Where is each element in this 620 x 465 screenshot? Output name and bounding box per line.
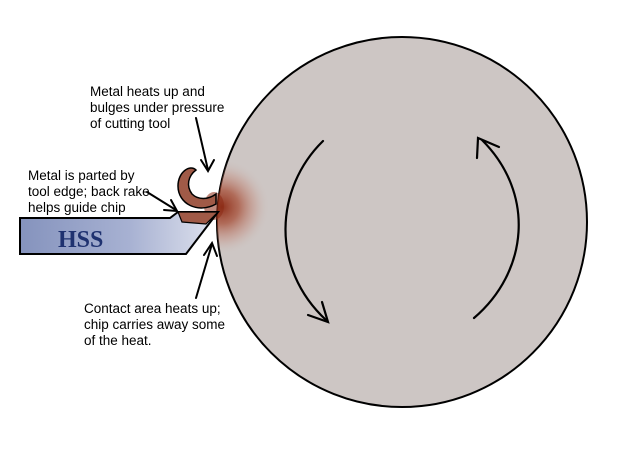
- tool-rake-face: [177, 211, 220, 225]
- annotation-heat-bulge: Metal heats up and bulges under pressure…: [90, 84, 224, 132]
- annotation-line: of cutting tool: [90, 116, 171, 131]
- annotation-line: tool edge; back rake: [28, 184, 150, 199]
- tool-label: HSS: [58, 227, 103, 253]
- clockwise-arrow-icon: [284, 139, 330, 324]
- annotation-line: chip carries away some: [84, 317, 226, 332]
- annotation-contact: Contact area heats up; chip carries away…: [84, 301, 225, 349]
- annotation-parting: Metal is parted by tool edge; back rake …: [28, 168, 150, 216]
- annotation-line: Metal heats up and: [90, 84, 205, 99]
- pointer-arrow-parting: [146, 191, 179, 213]
- pointer-arrow-contact: [195, 240, 218, 299]
- annotation-line: Contact area heats up;: [84, 301, 221, 316]
- annotation-line: of the heat.: [84, 333, 152, 348]
- annotation-line: bulges under pressure: [90, 100, 225, 115]
- annotation-line: helps guide chip: [28, 200, 126, 215]
- workpiece: [216, 36, 588, 408]
- annotation-line: Metal is parted by: [28, 168, 135, 183]
- chip: [177, 167, 217, 209]
- clockwise-arrow-icon: [472, 136, 520, 320]
- pointer-arrow-heat-bulge: [195, 117, 215, 173]
